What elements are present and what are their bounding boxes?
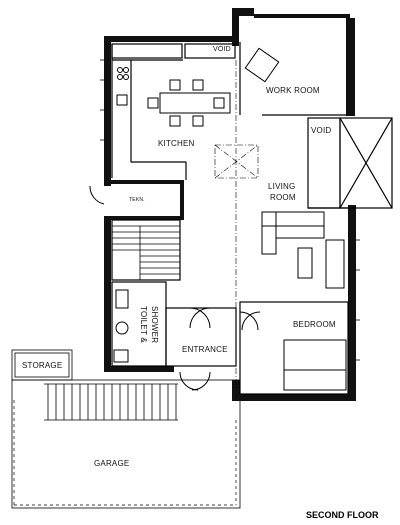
label-tech: TEKN. (129, 197, 145, 203)
label-kitchen: KITCHEN (158, 139, 195, 148)
label-entrance: ENTRANCE (182, 345, 228, 354)
label-bedroom: BEDROOM (293, 320, 336, 329)
label-storage: STORAGE (22, 361, 63, 370)
work-chair (244, 47, 280, 83)
label-void-top: VOID (213, 46, 231, 53)
sofa (261, 211, 277, 255)
label-living-1: LIVING (268, 182, 296, 191)
storage-outline (11, 349, 73, 381)
wall-left-upper (104, 36, 111, 186)
floor-title: SECOND FLOOR (306, 510, 379, 520)
label-garage: GARAGE (94, 459, 130, 468)
label-void-right: VOID (311, 126, 332, 135)
label-living-2: ROOM (270, 193, 296, 202)
label-work-room: WORK ROOM (266, 86, 320, 95)
label-shower: SHOWER (150, 306, 159, 344)
dining-table (159, 92, 231, 114)
bed (283, 339, 347, 391)
label-toilet: TOILET & (139, 306, 148, 343)
garage-outline (11, 379, 241, 509)
